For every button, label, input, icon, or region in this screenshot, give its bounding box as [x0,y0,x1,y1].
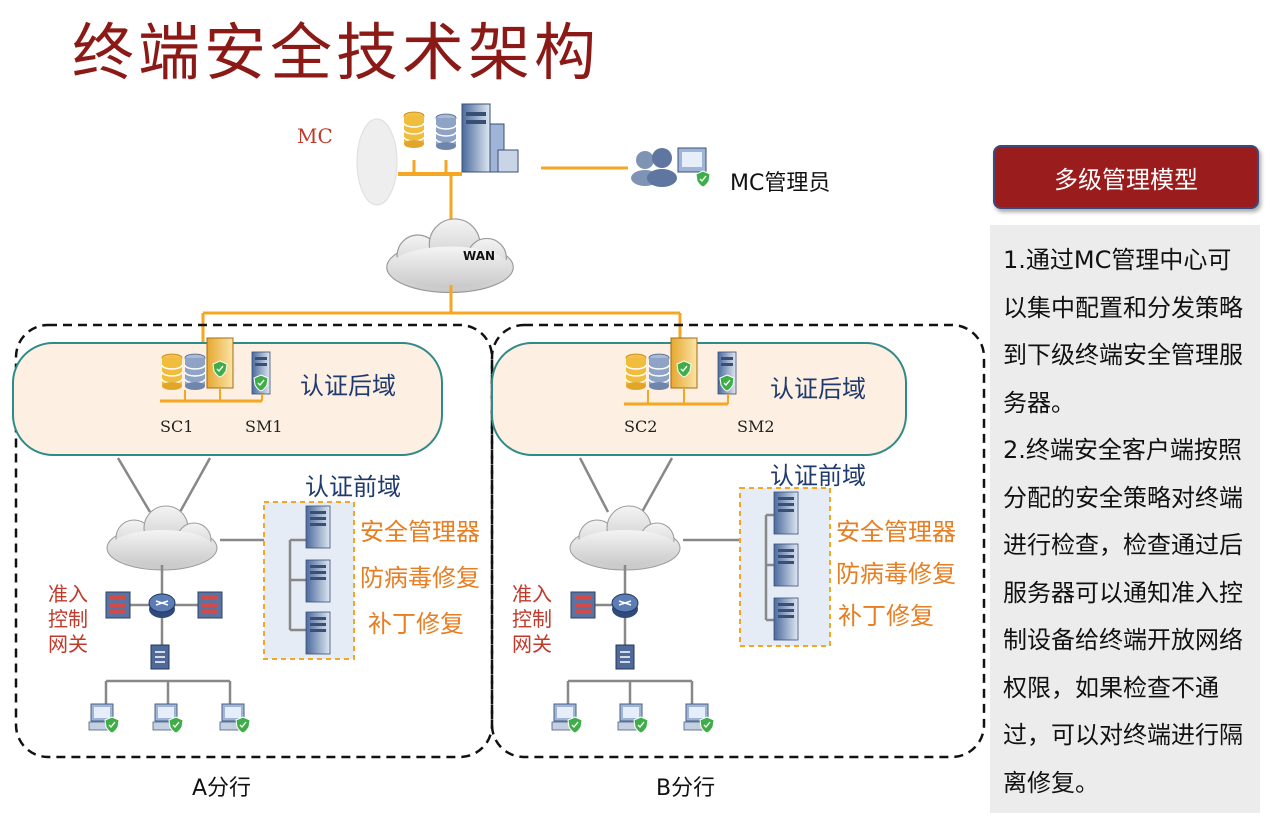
wan-label: WAN [463,249,496,263]
branch-a-service-patch: 补丁修复 [368,610,464,638]
panel-text: 1.通过MC管理中心可以集中配置和分发策略到下级终端安全管理服务器。 2.终端安… [1003,237,1251,807]
branch-b-service-security-manager: 安全管理器 [836,518,956,546]
wan-branch-links [201,285,682,345]
branch-a-router-icon [148,593,176,619]
branch-a-firewall-right-icon [197,591,223,619]
mc-admin-icon [631,147,711,188]
branch-a-back-zone-label: 认证后域 [300,372,396,400]
branch-a-pc-1-icon [89,704,119,733]
branch-b-service-patch: 补丁修复 [838,602,934,630]
branch-a-switch-icon [150,644,170,670]
mc-server-cluster [356,103,519,206]
branch-a-sc-label: SC1 [160,417,194,436]
branch-b-pc-1-icon [552,704,582,733]
panel-body [990,225,1260,813]
branch-b-switch-icon [615,644,635,670]
antivirus-server-icon [773,543,799,587]
branch-a-front-zone-label: 认证前域 [305,473,401,501]
branch-b-lan-cloud [569,505,681,571]
branch-a-boundary [14,323,494,759]
branch-a-pc-3-icon [220,704,250,733]
branch-b-sm-label: SM2 [737,417,775,436]
branch-b-sc-label: SC2 [624,417,658,436]
branch-a-name: A分行 [192,776,252,801]
branch-a-lan-cloud [106,505,218,571]
mc-admin-label: MC管理员 [730,171,831,196]
branch-b-firewall-icon [570,591,596,619]
branch-a-pc-2-icon [153,704,183,733]
security-manager-server-icon [305,505,331,549]
branch-b-boundary [490,323,986,759]
branch-b-router-icon [611,593,639,619]
branch-b-front-zone-label: 认证前域 [770,462,866,490]
branch-a-service-security-manager: 安全管理器 [360,518,480,546]
panel-heading: 多级管理模型 [993,145,1259,209]
branch-a-service-antivirus: 防病毒修复 [360,564,480,592]
page-title: 终端安全技术架构 [72,16,601,89]
branch-a-gateway-label: 准入控制网关 [48,582,88,656]
antivirus-server-icon [305,559,331,603]
panel-paragraph-2: 2.终端安全客户端按照分配的安全策略对终端进行检查，检查通过后服务器可以通知准入… [1003,436,1243,797]
branch-b-back-zone [491,342,907,456]
branch-b-name: B分行 [656,776,716,801]
branch-b-sc-sm-servers [624,337,737,406]
patch-server-icon [305,611,331,655]
branch-b-pc-2-icon [618,704,648,733]
branch-b-service-antivirus: 防病毒修复 [836,560,956,588]
branch-a-firewall-left-icon [105,591,131,619]
patch-server-icon [773,597,799,641]
branch-a-sc-sm-servers [160,337,271,403]
panel-paragraph-1: 1.通过MC管理中心可以集中配置和分发策略到下级终端安全管理服务器。 [1003,246,1243,417]
branch-a-sm-label: SM1 [245,417,283,436]
mc-label: MC [297,124,333,148]
branch-b-back-zone-label: 认证后域 [770,375,866,403]
security-manager-server-icon [773,491,799,535]
branch-b-pc-3-icon [684,704,714,733]
branch-b-gateway-label: 准入控制网关 [512,582,552,656]
